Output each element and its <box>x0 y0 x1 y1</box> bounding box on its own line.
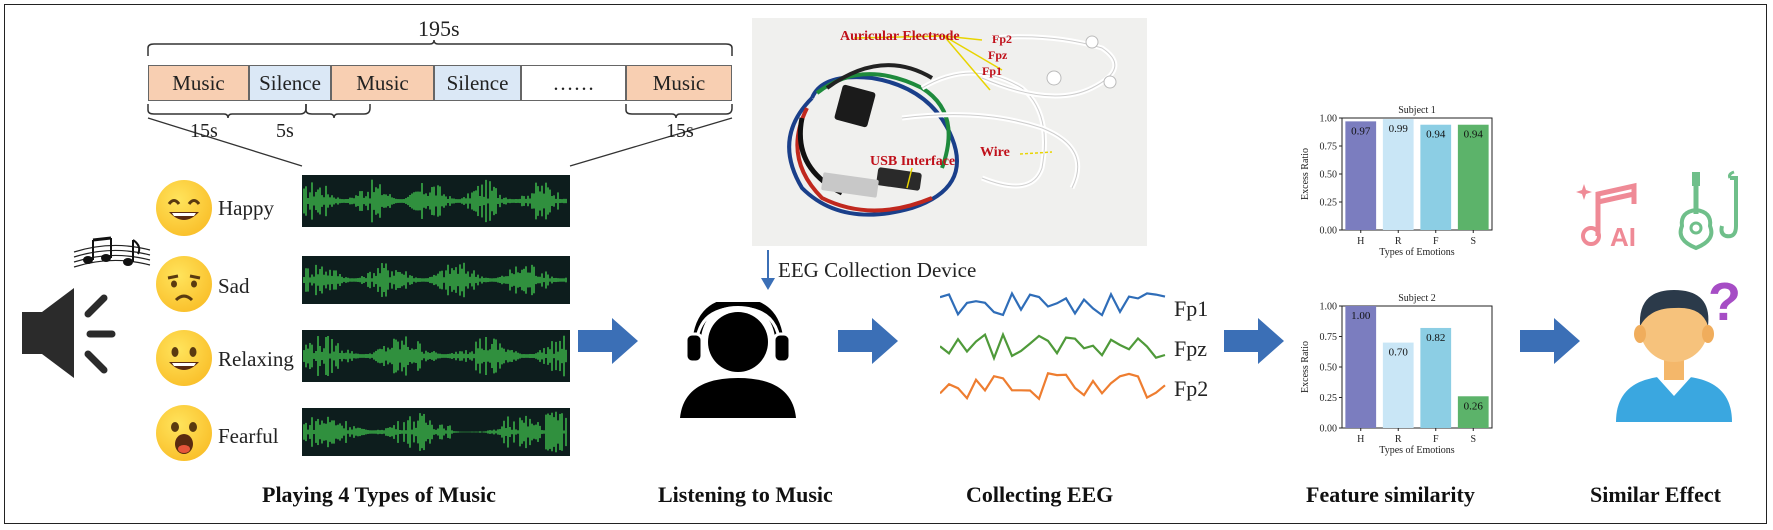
timeline-seg-music-1: Music <box>148 65 249 101</box>
bar-R <box>1382 119 1414 230</box>
eeg-label-fp1: Fp1 <box>1174 296 1209 321</box>
bar-F <box>1420 327 1452 428</box>
y-tick-label: 1.00 <box>1320 302 1338 313</box>
timeline-seg-music-2: Music <box>331 65 434 101</box>
y-tick-label: 0.75 <box>1320 142 1338 153</box>
guitar-saxophone-icon <box>1678 170 1738 251</box>
bar-value-label: 0.70 <box>1389 347 1409 359</box>
arrow-right-4 <box>1520 318 1580 364</box>
emotion-label-relaxing: Relaxing <box>218 347 294 371</box>
arrow-right-2 <box>838 318 898 364</box>
total-duration: 195s <box>418 16 460 41</box>
x-tick-label: H <box>1357 434 1364 445</box>
waveform-fearful <box>302 408 570 456</box>
stage-label-playing: Playing 4 Types of Music <box>262 482 496 507</box>
eeg-signals <box>940 290 1166 401</box>
sad-emoji-icon <box>156 256 212 312</box>
emotion-label-fearful: Fearful <box>218 424 279 448</box>
x-tick-label: R <box>1395 236 1402 247</box>
bar-value-label: 0.94 <box>1464 129 1484 141</box>
x-tick-label: S <box>1470 434 1476 445</box>
question-mark: ? <box>1708 272 1740 332</box>
arrow-down-device <box>761 250 775 290</box>
x-tick-label: S <box>1470 236 1476 247</box>
happy-emoji-icon <box>156 180 212 236</box>
y-tick-label: 0.00 <box>1320 424 1338 435</box>
chart-title: Subject 2 <box>1398 293 1436 304</box>
bar-value-label: 0.26 <box>1464 400 1484 412</box>
x-tick-label: F <box>1433 434 1439 445</box>
label-fpz: Fpz <box>988 48 1008 62</box>
eeg-device-photo: Auricular Electrode Fp2 Fpz Fp1 USB Inte… <box>752 18 1147 246</box>
timeline-seg-ellipsis: …… <box>521 65 626 101</box>
timeline-seg-music-3: Music <box>626 65 732 101</box>
emotion-label-happy: Happy <box>218 196 274 220</box>
timeline-braces <box>147 39 733 167</box>
emotion-label-sad: Sad <box>218 274 250 298</box>
y-tick-label: 0.25 <box>1320 393 1338 404</box>
bar-value-label: 1.00 <box>1351 310 1371 322</box>
label-fp2: Fp2 <box>992 32 1013 46</box>
waveform-happy <box>302 175 570 227</box>
figure-frame <box>4 4 1767 524</box>
timeline-seg-silence-1: Silence <box>249 65 331 101</box>
y-tick-label: 0.25 <box>1320 198 1338 209</box>
speaker-icon <box>22 288 116 378</box>
music-notes-icon <box>73 236 151 268</box>
chart-title: Subject 1 <box>1398 105 1436 116</box>
bar-S <box>1457 124 1489 230</box>
ai-music-icon: AI <box>1576 182 1637 252</box>
x-axis-label: Types of Emotions <box>1379 247 1455 258</box>
label-usb-interface: USB Interface <box>870 154 956 169</box>
arrow-right-1 <box>578 318 638 364</box>
y-tick-label: 0.50 <box>1320 363 1338 374</box>
label-auricular-electrode: Auricular Electrode <box>840 29 960 44</box>
y-tick-label: 0.00 <box>1320 226 1338 237</box>
duration-silence: 5s <box>276 120 294 142</box>
bar-S <box>1457 396 1489 428</box>
device-caption: EEG Collection Device <box>778 258 977 282</box>
x-tick-label: R <box>1395 434 1402 445</box>
stage-label-feature: Feature similarity <box>1306 482 1475 507</box>
bar-value-label: 0.82 <box>1426 332 1445 344</box>
bar-F <box>1420 124 1452 230</box>
bar-value-label: 0.94 <box>1426 129 1446 141</box>
bar-R <box>1382 342 1414 428</box>
stage-label-listening: Listening to Music <box>658 482 833 507</box>
eeg-trace-fp2 <box>940 372 1166 401</box>
duration-music-first: 15s <box>190 120 218 142</box>
waveform-sad <box>302 256 570 304</box>
bar-value-label: 0.99 <box>1389 123 1409 135</box>
y-axis-label: Excess Ratio <box>1300 148 1311 200</box>
x-axis-label: Types of Emotions <box>1379 445 1455 456</box>
label-wire: Wire <box>980 145 1010 160</box>
ai-label: AI <box>1610 222 1636 252</box>
x-tick-label: F <box>1433 236 1439 247</box>
arrow-right-3 <box>1224 318 1284 364</box>
y-tick-label: 0.75 <box>1320 332 1338 343</box>
person-question-icon: ? <box>1616 272 1740 422</box>
x-tick-label: H <box>1357 236 1364 247</box>
fearful-emoji-icon <box>156 405 212 461</box>
eeg-trace-fpz <box>940 331 1166 362</box>
y-tick-label: 0.50 <box>1320 170 1338 181</box>
eeg-trace-fp1 <box>940 290 1166 317</box>
label-fp1: Fp1 <box>982 64 1003 78</box>
eeg-label-fp2: Fp2 <box>1174 376 1209 401</box>
waveform-relaxing <box>302 330 570 382</box>
bar-H <box>1345 306 1377 428</box>
listener-headphones-icon <box>680 302 796 418</box>
relaxing-emoji-icon <box>156 330 212 386</box>
bar-value-label: 0.97 <box>1351 125 1371 137</box>
duration-music-last: 15s <box>666 120 694 142</box>
bar-H <box>1345 121 1377 230</box>
stage-label-similar: Similar Effect <box>1590 482 1721 507</box>
eeg-label-fpz: Fpz <box>1174 336 1207 361</box>
timeline-seg-silence-2: Silence <box>434 65 521 101</box>
y-axis-label: Excess Ratio <box>1300 341 1311 393</box>
stage-label-collecting: Collecting EEG <box>966 482 1114 507</box>
y-tick-label: 1.00 <box>1320 114 1338 125</box>
